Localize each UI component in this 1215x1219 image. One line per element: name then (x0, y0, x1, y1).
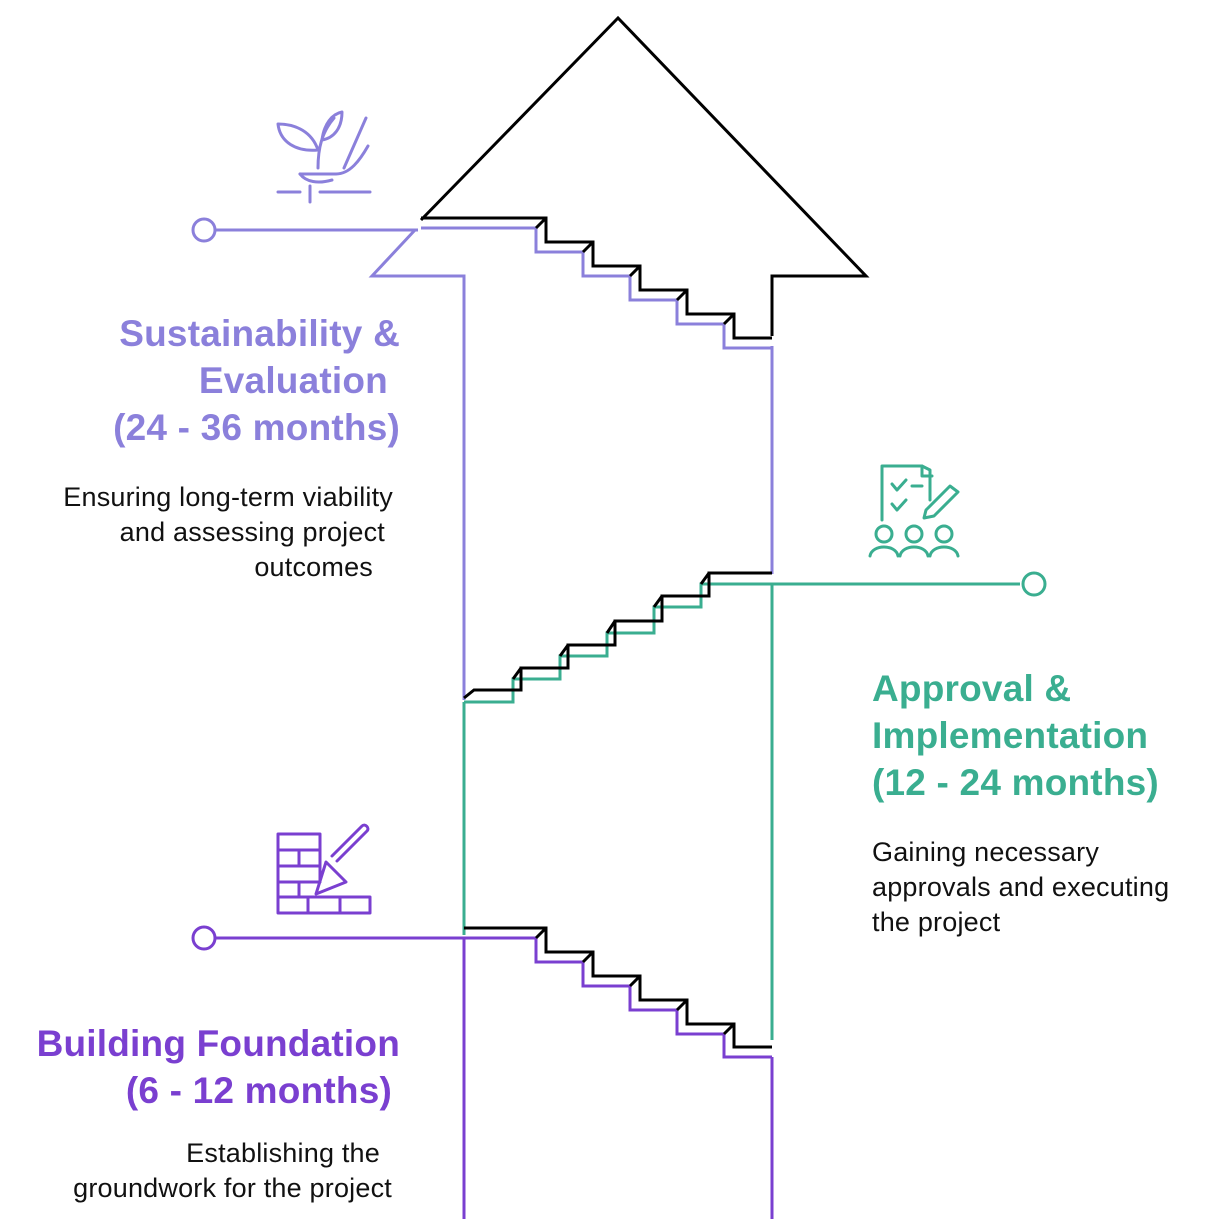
foundation-title: Building Foundation (6 - 12 months) (37, 1020, 400, 1114)
arrow-head-outline (419, 15, 870, 336)
bottom-stairs-connectors (534, 926, 736, 1036)
top-stairs-connectors (534, 216, 736, 326)
foundation-title-line-2: (6 - 12 months) (125, 1070, 392, 1111)
top-stairs-black (421, 216, 772, 340)
top-shaft-left (368, 228, 466, 700)
sustainability-title: Sustainability & Evaluation (24 - 36 mon… (113, 310, 400, 451)
middle-stairs-connectors (511, 572, 711, 680)
approval-title-line-1: Approval & (872, 668, 1072, 709)
top-connector-dot (191, 217, 217, 243)
bottom-connector-dot (191, 925, 217, 951)
top-stairs-lavender (421, 226, 772, 350)
sustainability-description: Ensuring long-term viability and assessi… (63, 480, 393, 585)
approval-desc-line-1: Gaining necessary (872, 837, 1100, 867)
middle-stairs-black (463, 571, 772, 700)
middle-connector-dot (1021, 571, 1047, 597)
sustainability-title-line-1: Sustainability & (119, 313, 400, 354)
approval-title: Approval & Implementation (12 - 24 month… (872, 665, 1159, 806)
sustainability-desc-line-2: and assessing project (119, 517, 385, 547)
bottom-stairs-black (464, 926, 772, 1049)
approval-title-line-3: (12 - 24 months) (872, 762, 1159, 803)
sustainability-title-line-3: (24 - 36 months) (113, 407, 400, 448)
foundation-title-line-1: Building Foundation (36, 1023, 400, 1064)
approval-description: Gaining necessary approvals and executin… (872, 835, 1169, 940)
sustainability-desc-line-3: outcomes (254, 552, 373, 582)
checklist-team-icon (868, 464, 960, 558)
foundation-description: Establishing the groundwork for the proj… (73, 1136, 392, 1206)
sustainability-title-line-2: Evaluation (198, 360, 388, 401)
brick-wall-trowel-icon (276, 823, 372, 915)
approval-desc-line-2: approvals and executing (872, 872, 1170, 902)
plant-in-hand-icon (276, 110, 372, 204)
approval-desc-line-3: the project (872, 907, 1001, 937)
approval-title-line-2: Implementation (872, 715, 1149, 756)
foundation-desc-line-1: Establishing the (186, 1138, 380, 1168)
sustainability-desc-line-1: Ensuring long-term viability (63, 482, 393, 512)
bottom-stairs-purple (464, 936, 772, 1059)
foundation-desc-line-2: groundwork for the project (73, 1173, 392, 1203)
